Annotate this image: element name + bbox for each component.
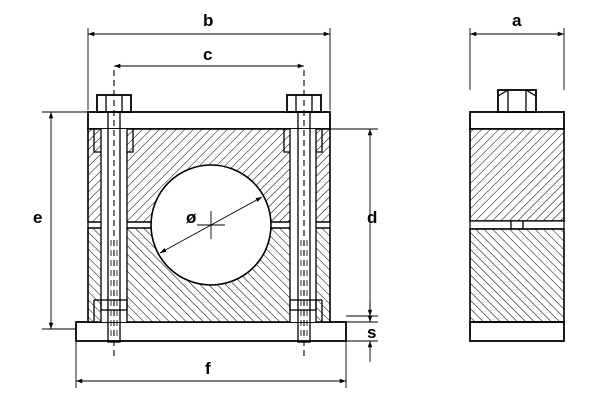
base-plate bbox=[75, 321, 347, 342]
side-view: a bbox=[469, 11, 565, 342]
side-upper-body bbox=[469, 128, 565, 222]
front-dimensions: b c e d s f bbox=[33, 11, 378, 388]
side-lower-body bbox=[469, 228, 565, 323]
front-view: ø bbox=[75, 70, 347, 360]
dimension-b-label: b bbox=[203, 11, 213, 30]
dimension-f-label: f bbox=[205, 359, 211, 378]
diameter-label: ø bbox=[186, 208, 197, 227]
dimension-e-label: e bbox=[33, 208, 42, 227]
dimension-a-label: a bbox=[512, 11, 522, 30]
dimension-s-label: s bbox=[367, 323, 376, 342]
cover-plate bbox=[87, 111, 331, 130]
dimension-c-label: c bbox=[203, 45, 212, 64]
diameter-dimension-line bbox=[159, 196, 263, 254]
dimension-d-label: d bbox=[367, 208, 377, 227]
